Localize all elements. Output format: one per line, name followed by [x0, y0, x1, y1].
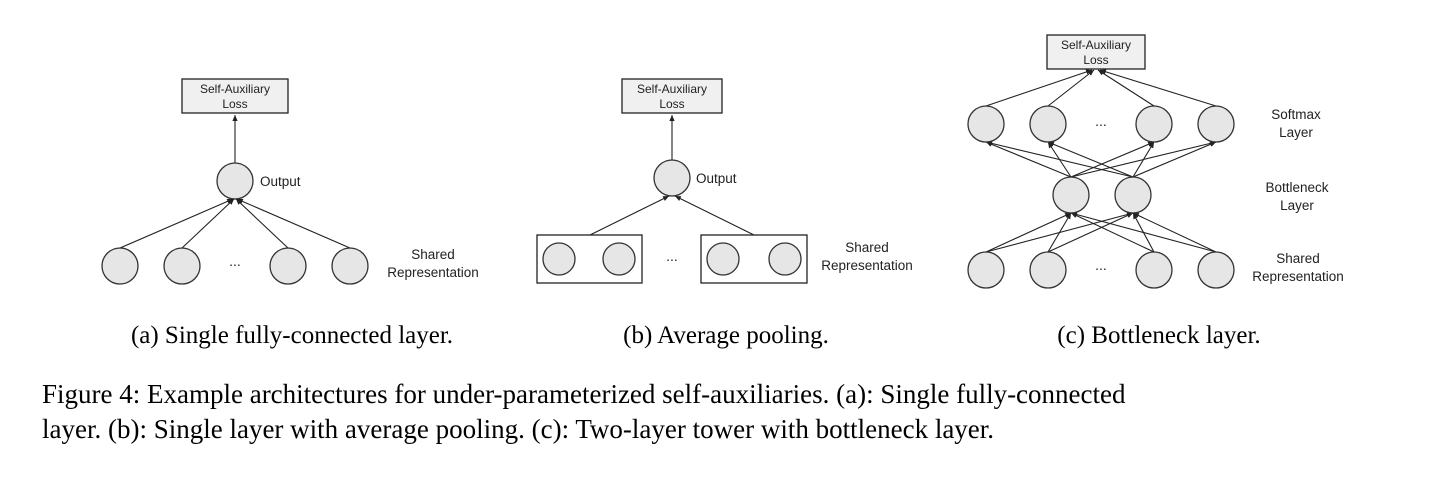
panel-c-bottleneck-to-softmax-edges [985, 140, 1217, 178]
panel-a-ellipsis: ... [229, 253, 241, 269]
panel-c-edge [1047, 212, 1072, 253]
panel-c-shared-label-line2: Representation [1252, 269, 1344, 284]
panel-b-loss-label-line1: Self-Auxiliary [637, 82, 707, 96]
panel-c-loss-label-line2: Loss [1083, 53, 1108, 67]
panel-a: Self-Auxiliary Loss Output ... Shared Re… [101, 78, 479, 349]
panel-c-edge [1070, 211, 1217, 253]
panel-a-shared-label-line2: Representation [387, 265, 479, 280]
panel-c-edge [1099, 69, 1217, 107]
panel-b-output-label: Output [696, 171, 737, 186]
panel-b-edge [674, 195, 755, 236]
panel-c-edge [985, 212, 1072, 253]
panel-b-shared-label-line1: Shared [845, 240, 889, 255]
panel-c-edge [985, 141, 1072, 178]
panel-c-softmax-node [967, 105, 1005, 143]
panel-b-edge [589, 195, 670, 236]
panel-c-edge [1070, 212, 1155, 253]
panel-b-shared-node [542, 242, 576, 276]
panel-b-shared-node [706, 242, 740, 276]
panel-b-shared-node [602, 242, 636, 276]
panel-b-subcaption: (b) Average pooling. [623, 322, 829, 349]
panel-c-softmax-to-loss-edges [985, 69, 1217, 107]
panel-c-bottleneck-node [1114, 176, 1152, 214]
panel-c-edge [1047, 69, 1095, 107]
panel-b-ellipsis: ... [666, 248, 678, 264]
panel-c-edge [1132, 141, 1155, 178]
panel-c-edge [985, 140, 1134, 178]
panel-c-loss-box [1046, 34, 1146, 70]
panel-b: Self-Auxiliary Loss Output ... Shared Re… [536, 78, 913, 349]
panel-c-edge [1070, 141, 1155, 178]
panel-a-shared-node [163, 247, 201, 285]
panel-a-edge [235, 198, 289, 249]
panel-a-shared-node [331, 247, 369, 285]
panel-c-softmax-label-line1: Softmax [1271, 107, 1321, 122]
panel-c-edge [1047, 141, 1134, 178]
panel-c-shared-node [1135, 251, 1173, 289]
panel-c-softmax-node [1197, 105, 1235, 143]
figure-caption-line1: Figure 4: Example architectures for unde… [42, 379, 1126, 409]
panel-b-shared-label-line2: Representation [821, 258, 913, 273]
panel-a-edge [181, 198, 235, 249]
panel-c-softmax-label-line2: Layer [1279, 125, 1313, 140]
panel-a-shared-node [269, 247, 307, 285]
panel-c-shared-node [1197, 251, 1235, 289]
panel-b-loss-box [621, 78, 723, 114]
panel-c-shared-node [1029, 251, 1067, 289]
figure-caption-line2: layer. (b): Single layer with average po… [42, 414, 995, 444]
panel-a-loss-box [181, 78, 289, 114]
panel-a-edge [119, 198, 234, 249]
panel-c-loss-label-line1: Self-Auxiliary [1061, 38, 1131, 52]
panel-b-shared-node [768, 242, 802, 276]
panel-a-edge [236, 198, 351, 249]
panel-a-loss-label-line2: Loss [222, 97, 247, 111]
panel-a-output-label: Output [260, 174, 301, 189]
panel-c-shared-label-line1: Shared [1276, 251, 1320, 266]
panel-a-subcaption: (a) Single fully-connected layer. [131, 322, 453, 349]
panel-c-shared-node [967, 251, 1005, 289]
panel-c: Self-Auxiliary Loss [967, 34, 1344, 349]
panel-c-edge [1132, 212, 1217, 253]
panel-c-softmax-node [1029, 105, 1067, 143]
panel-a-edges [119, 198, 351, 249]
panel-c-softmax-node [1135, 105, 1173, 143]
panel-c-shared-to-bottleneck-edges [985, 211, 1217, 253]
panel-a-shared-node [101, 247, 139, 285]
panel-c-edge [1097, 69, 1155, 107]
panel-b-loss-label-line2: Loss [659, 97, 684, 111]
panel-c-edge [1132, 141, 1217, 178]
panel-a-shared-label-line1: Shared [411, 247, 455, 262]
figure-caption: Figure 4: Example architectures for unde… [42, 377, 1422, 447]
panel-a-output-node [216, 162, 254, 200]
panel-c-subcaption: (c) Bottleneck layer. [1057, 322, 1260, 349]
panel-b-output-node [653, 159, 691, 197]
panel-c-bottleneck-label-line1: Bottleneck [1265, 180, 1328, 195]
panel-c-bottleneck-node [1052, 176, 1090, 214]
panel-c-bottleneck-label-line2: Layer [1280, 198, 1314, 213]
panel-c-edge [985, 69, 1093, 107]
panel-c-ellipsis-top: ... [1095, 113, 1107, 129]
panel-c-edge [1047, 212, 1134, 253]
panel-a-loss-label-line1: Self-Auxiliary [200, 82, 270, 96]
panel-c-ellipsis-bottom: ... [1095, 257, 1107, 273]
